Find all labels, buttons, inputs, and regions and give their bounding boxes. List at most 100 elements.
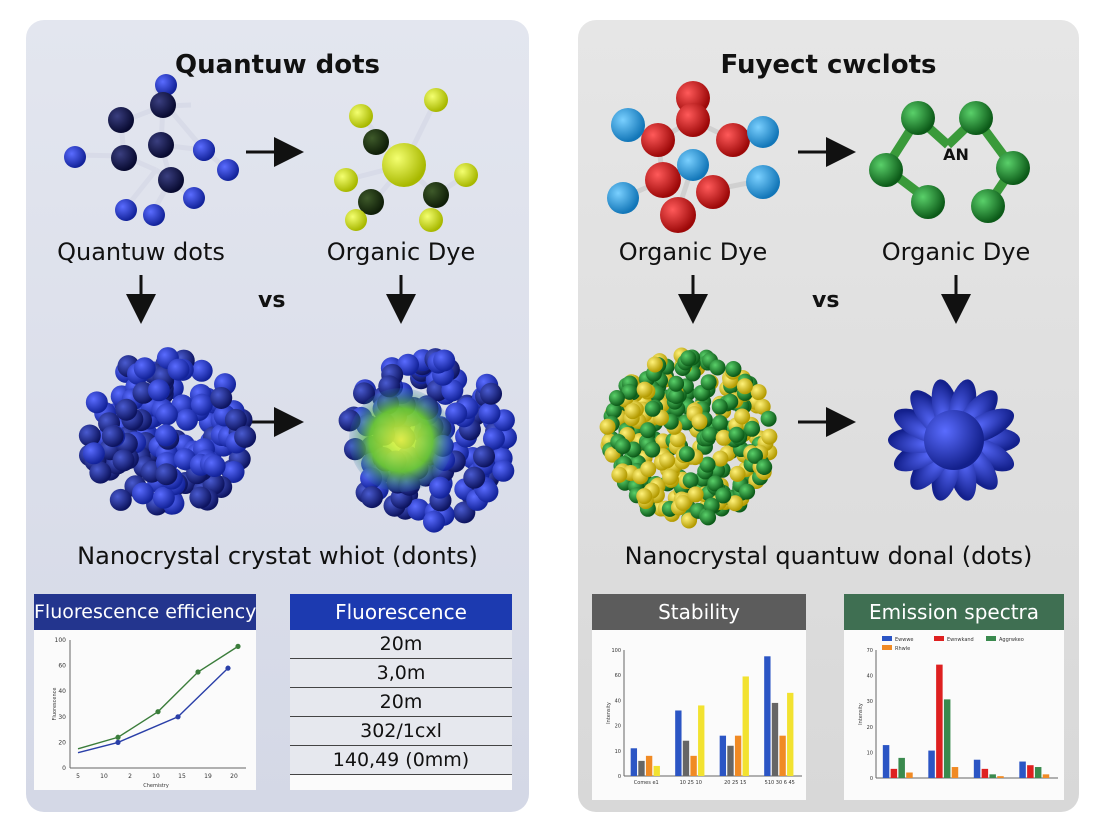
y-tick-label: 0 [62,765,66,772]
atom-sphere [736,378,753,395]
bar [898,757,905,778]
atom-sphere [155,403,178,426]
red-dye-molecule [607,81,780,233]
atom-sphere [614,438,631,455]
atom-sphere [463,466,486,489]
core-sphere [924,410,984,470]
atom-sphere [709,359,726,376]
atom-sphere [644,400,661,417]
bar [989,774,996,778]
atom-sphere [155,463,178,486]
atom-sphere [678,446,695,463]
atom-sphere [699,456,716,473]
atom-sphere [167,358,190,381]
y-tick-label: 10 [615,749,621,755]
y-tick-label: 100 [55,637,67,644]
organic-dye-label: Organic Dye [326,238,476,266]
atom-sphere [133,357,156,380]
atom-sphere [599,418,616,435]
atom-sphere [112,449,135,472]
bar [653,765,660,776]
card-title: Emission spectra [844,594,1064,630]
bar [1034,767,1042,778]
table-row: 20m [290,688,512,717]
atom-sphere [147,379,170,402]
bar [981,768,989,778]
legend-label: Aggrwkeo [999,637,1024,643]
atom-sphere [407,498,430,521]
panel-title: Quantuw dots [174,50,381,80]
atom-sphere [662,469,679,486]
atom-sphere [429,476,452,499]
card-title: Fluorescence efficiency [34,594,256,630]
molecule-label: AN [943,145,969,164]
bar [630,748,638,776]
atom-sphere [680,350,697,367]
organic-dye-panel: Fuyect cwclots [578,20,1079,812]
atom-sphere [747,447,764,464]
x-tick-label: 15 [178,773,186,780]
bar [787,692,794,776]
atom-sphere [476,480,499,503]
table-row: 3,0m [290,659,512,688]
data-point [225,665,231,671]
bar [1019,761,1026,778]
atom-sphere [78,424,101,447]
data-point [115,734,121,740]
y-tick-label: 70 [867,648,873,654]
y-tick-label: 0 [870,776,873,782]
atom-sphere [224,408,247,431]
atom-sphere [734,408,751,425]
atom-sphere [700,374,717,391]
quantum-dots-label: Quantuw dots [57,238,225,266]
y-tick-label: 20 [867,725,873,731]
legend-swatch [882,645,892,650]
bar [638,760,645,776]
y-tick-label: 20 [615,724,621,730]
legend-label: Ewwwe [895,637,914,643]
atom-sphere [492,459,515,482]
atom-sphere [640,461,657,478]
y-tick-label: 30 [867,699,873,705]
atom-sphere [639,422,656,439]
bar [928,750,935,778]
atom-sphere [711,398,728,415]
bar [779,735,786,776]
organic-dye-label: Organic Dye [881,238,1031,266]
bar [943,699,951,778]
bar [973,759,981,778]
atom-sphere [203,455,226,478]
left-panel-illustration [64,74,517,533]
bar [882,745,890,778]
atom-sphere [89,461,112,484]
bar [1042,774,1050,778]
atom-sphere [210,386,233,409]
bar [682,740,690,776]
atom-sphere [115,398,138,421]
atom-sphere [711,415,728,432]
atom-sphere [189,486,212,509]
atom-sphere [715,429,732,446]
atom-sphere [478,402,501,425]
atom-sphere [636,381,653,398]
bar [890,768,898,778]
atom-sphere [473,445,496,468]
atom-sphere [621,383,638,400]
x-axis-label: Chemistry [143,783,169,789]
atom-sphere [682,472,699,489]
atom-sphere [175,408,198,431]
atom-sphere [605,402,622,419]
bar [734,735,742,776]
panel-caption: Nanocrystal quantuw donal (dots) [624,542,1033,570]
atom-sphere [728,426,745,443]
bar [936,664,943,778]
bar [645,755,653,776]
legend-swatch [934,636,944,641]
quantum-dots-panel: Quantuw dots [26,20,529,812]
atom-sphere [608,389,625,406]
x-tick-label: Comes e1 [634,780,659,786]
right-panel-illustration: AN [599,81,1030,529]
bar [698,705,705,776]
